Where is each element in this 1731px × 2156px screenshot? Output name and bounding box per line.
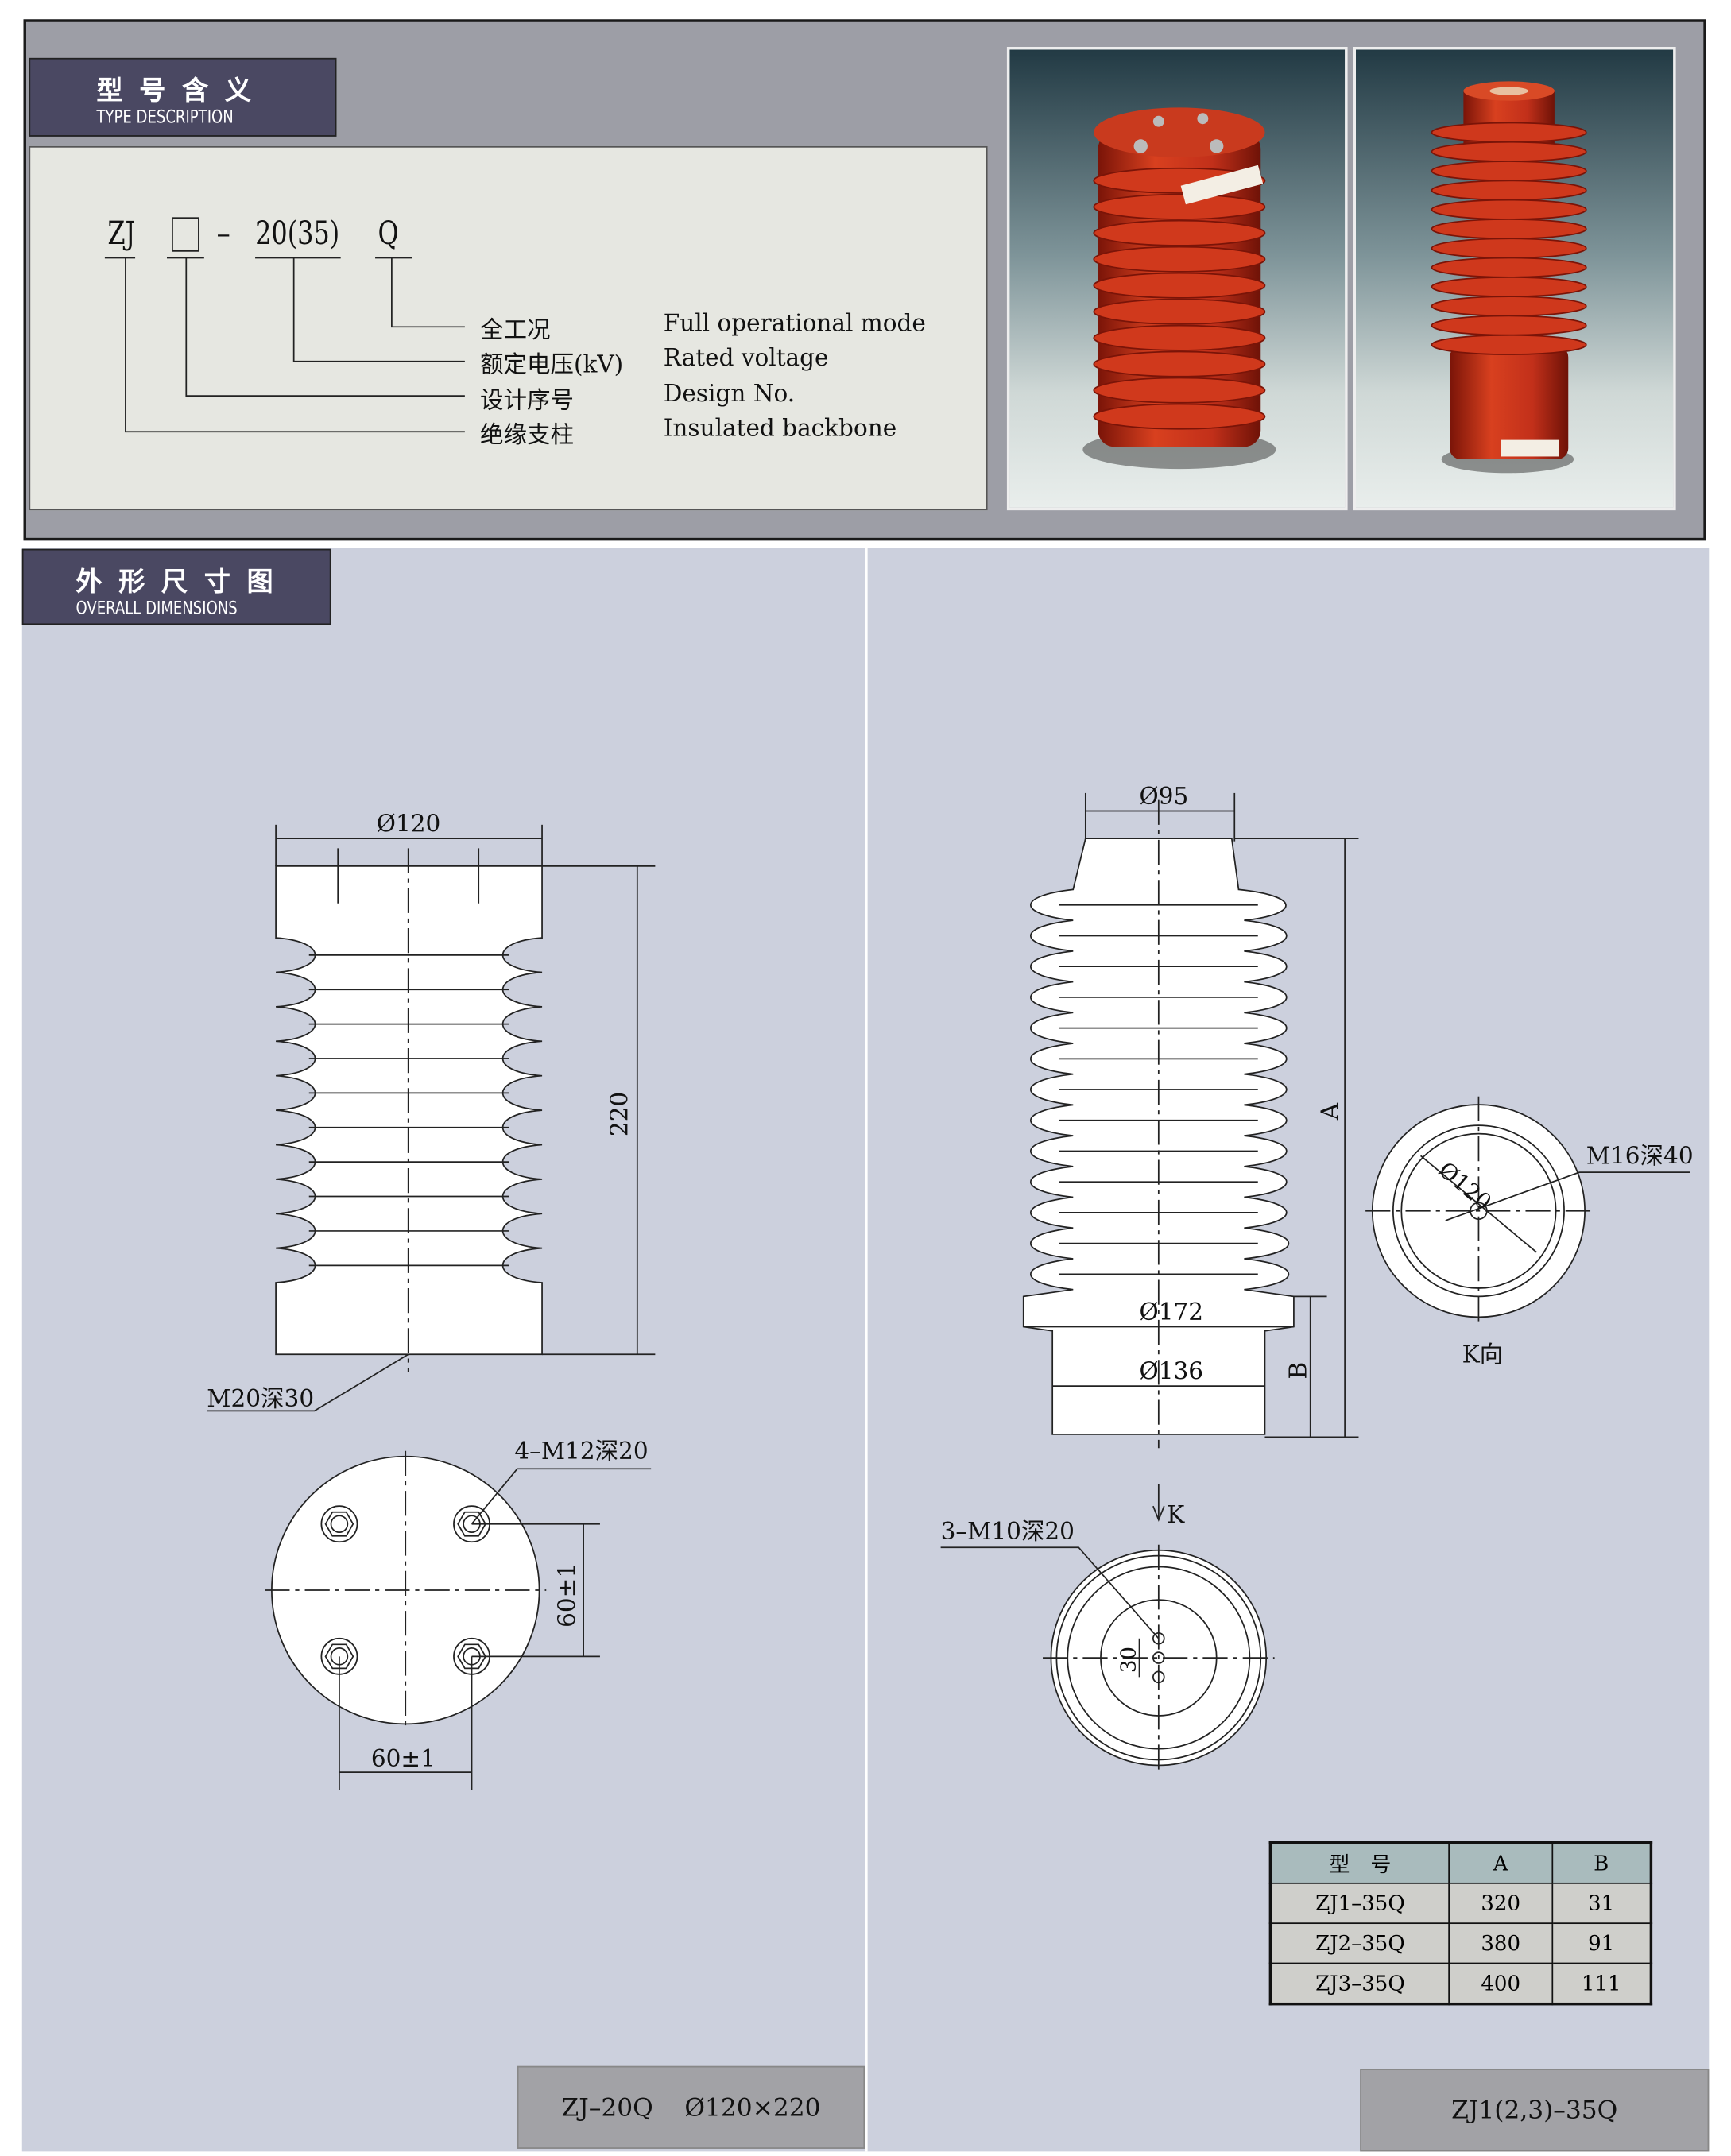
table-header-row: 型 号 A B bbox=[1269, 1841, 1652, 1884]
hex-nut-icon bbox=[324, 1643, 354, 1670]
cell-model: ZJ1–35Q bbox=[1269, 1882, 1450, 1925]
k-arrow-label: K bbox=[1167, 1501, 1185, 1528]
shed bbox=[1093, 272, 1266, 299]
right-dia-mid-label: Ø172 bbox=[1140, 1299, 1204, 1326]
cell-b: 31 bbox=[1551, 1882, 1652, 1925]
right-spacing-label: 30 bbox=[1117, 1647, 1140, 1673]
type-code-panel: ZJ – 20(35) Q 全工况 额定电压(kV) 设计序号 绝缘支柱 Ful… bbox=[29, 145, 988, 511]
type-code-leaders bbox=[104, 217, 465, 433]
shed bbox=[1431, 334, 1587, 355]
shed bbox=[1093, 403, 1266, 430]
shed bbox=[1093, 298, 1266, 325]
cell-b: 111 bbox=[1551, 1962, 1652, 2005]
dim-b-label: B bbox=[1285, 1362, 1312, 1380]
legend-en-0: Full operational mode bbox=[663, 310, 926, 339]
shed bbox=[1093, 377, 1266, 404]
shed bbox=[1093, 350, 1266, 377]
cell-a: 380 bbox=[1448, 1922, 1553, 1964]
header-title-en: OVERALL DIMENSIONS bbox=[76, 598, 238, 620]
shed bbox=[1093, 324, 1266, 351]
legend-cn-3: 绝缘支柱 bbox=[479, 422, 574, 450]
left-height-label: 220 bbox=[606, 1092, 633, 1136]
dim-a-label: A bbox=[1316, 1102, 1343, 1121]
red-insulator-image bbox=[1082, 107, 1276, 470]
left-holes-label: 4–M12深20 bbox=[514, 1438, 648, 1465]
code-dash: – bbox=[216, 216, 230, 250]
legend-cn-2: 设计序号 bbox=[479, 387, 574, 416]
right-dia-base-label: Ø136 bbox=[1140, 1358, 1204, 1385]
legend-en-3: Insulated backbone bbox=[663, 415, 897, 443]
header-title-cn: 外形尺寸图 bbox=[76, 567, 290, 598]
cell-a: 400 bbox=[1448, 1962, 1553, 2005]
right-dia-top-label: Ø95 bbox=[1140, 783, 1189, 810]
code-suffix: Q bbox=[378, 216, 399, 253]
left-spacing-v-label: 60±1 bbox=[554, 1563, 581, 1628]
product-photo-zj35q bbox=[1353, 47, 1676, 511]
header-a: A bbox=[1448, 1841, 1553, 1884]
k-view-label: K向 bbox=[1462, 1341, 1504, 1368]
cell-model: ZJ2–35Q bbox=[1269, 1922, 1450, 1964]
cell-a: 320 bbox=[1448, 1882, 1553, 1925]
type-description-header: 型号含义 TYPE DESCRIPTION bbox=[29, 57, 337, 137]
hex-nut-icon bbox=[457, 1511, 486, 1537]
shed bbox=[1093, 219, 1266, 246]
header-title-en: TYPE DESCRIPTION bbox=[96, 107, 234, 129]
header-title-cn: 型号含义 bbox=[96, 75, 268, 106]
legend-cn-0: 全工况 bbox=[479, 317, 551, 345]
legend-en-1: Rated voltage bbox=[663, 344, 829, 373]
product-photo-zj20q bbox=[1006, 47, 1348, 511]
shed bbox=[1093, 246, 1266, 273]
right-holes-label: 3–M10深20 bbox=[941, 1518, 1075, 1545]
cell-model: ZJ3–35Q bbox=[1269, 1962, 1450, 2005]
red-insulator-image-tall bbox=[1431, 81, 1587, 474]
right-model-caption: ZJ1(2,3)–35Q bbox=[1360, 2069, 1710, 2152]
legend-en-2: Design No. bbox=[663, 380, 796, 408]
left-spacing-h-label: 60±1 bbox=[371, 1745, 436, 1772]
code-prefix: ZJ bbox=[107, 216, 136, 253]
bolt-hole-icon bbox=[320, 1505, 358, 1543]
left-dia-label: Ø120 bbox=[377, 811, 441, 838]
legend-cn-1: 额定电压(kV) bbox=[479, 351, 624, 380]
k-view-thread-label: M16深40 bbox=[1586, 1143, 1694, 1170]
header-model: 型 号 bbox=[1269, 1841, 1450, 1884]
hex-nut-icon bbox=[457, 1643, 486, 1670]
hex-nut-icon bbox=[324, 1511, 354, 1537]
left-thread-label: M20深30 bbox=[207, 1385, 314, 1412]
shed bbox=[1093, 193, 1266, 220]
overall-dimensions-header: 外形尺寸图 OVERALL DIMENSIONS bbox=[21, 548, 331, 625]
header-b: B bbox=[1551, 1841, 1652, 1884]
left-model-caption: ZJ–20Q Ø120×220 bbox=[517, 2065, 866, 2149]
cell-b: 91 bbox=[1551, 1922, 1652, 1964]
code-voltage: 20(35) bbox=[255, 216, 340, 253]
bolt-hole-inner bbox=[330, 1515, 349, 1534]
